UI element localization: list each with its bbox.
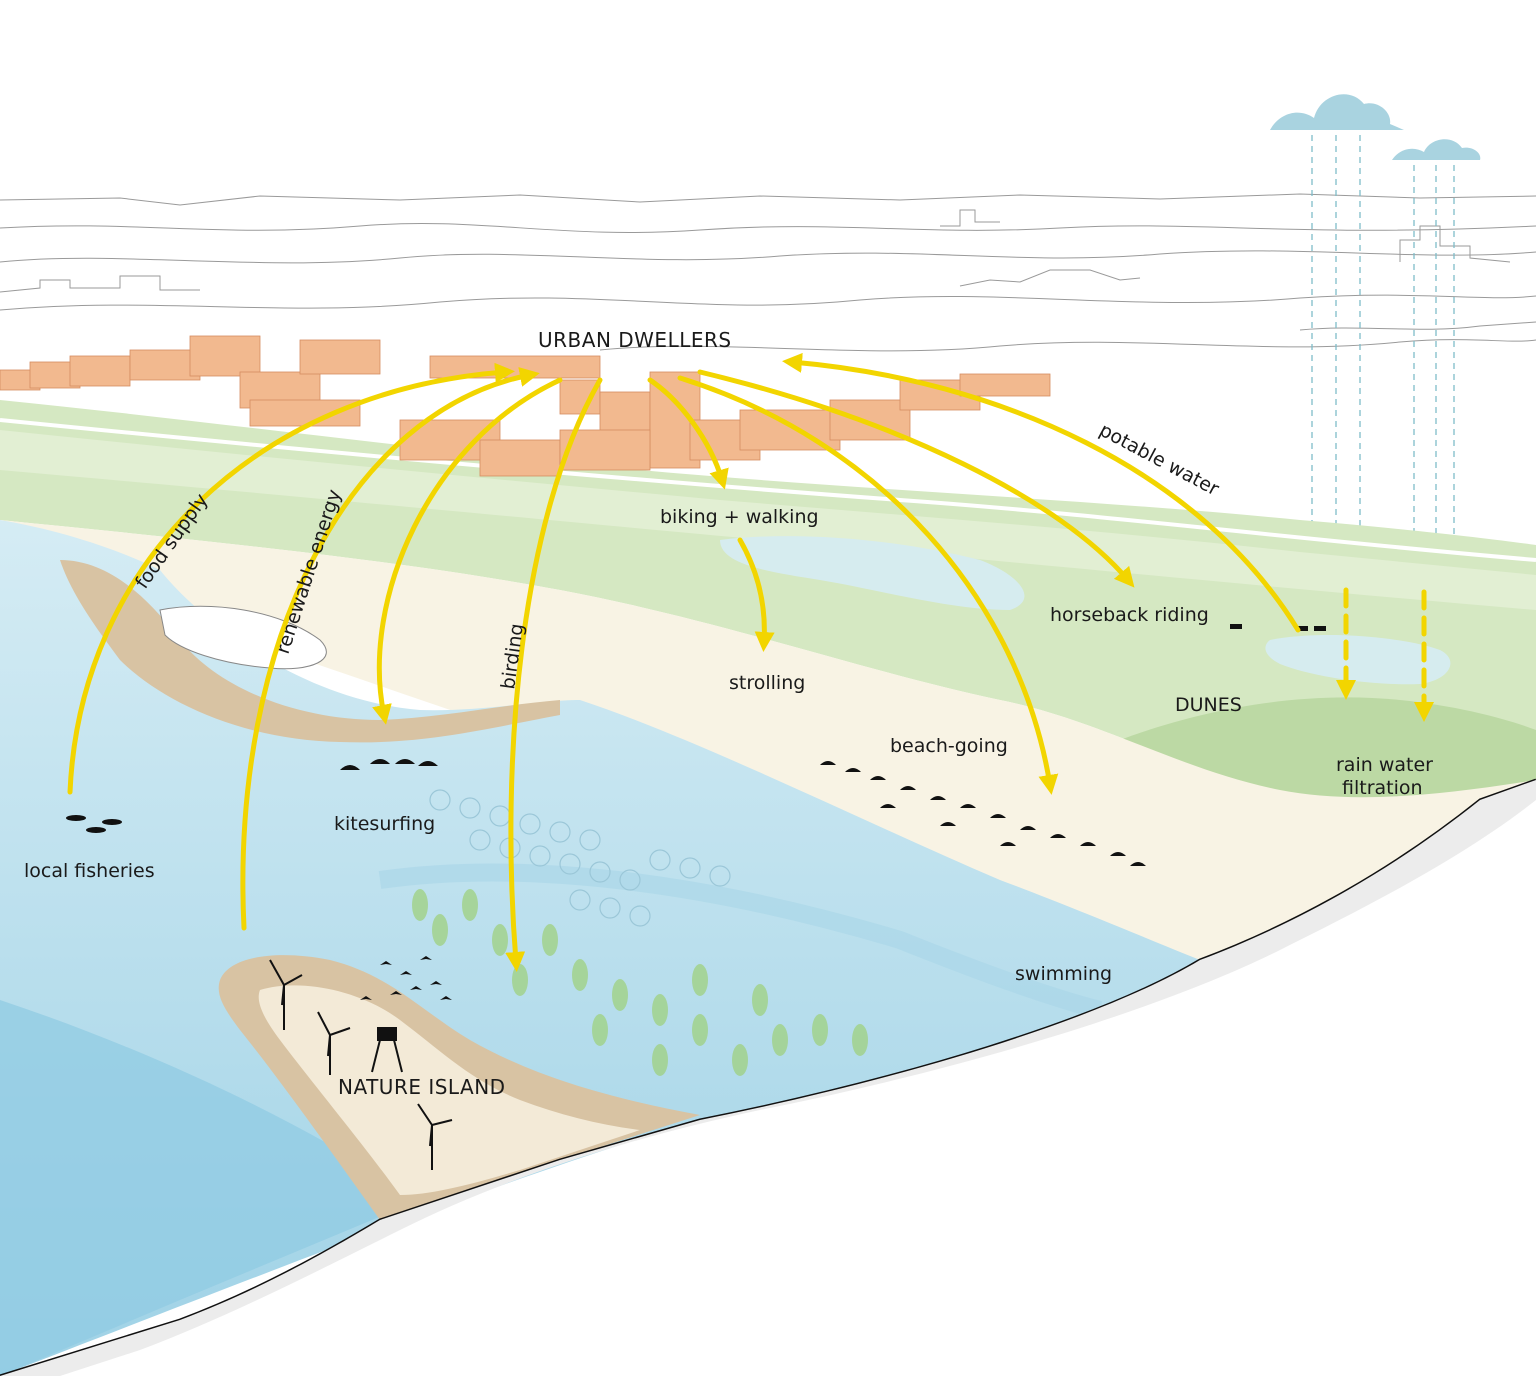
arrow-birding <box>505 377 603 972</box>
label-nature-island: NATURE ISLAND <box>338 1075 506 1099</box>
label-dunes: DUNES <box>1175 694 1242 716</box>
arrow-kitesurfing <box>372 377 563 725</box>
label-rain-water-filtration-1: rain water <box>1336 754 1433 776</box>
watch-tower-icon <box>371 1027 403 1073</box>
road <box>0 418 1536 562</box>
horse-icon <box>1230 624 1326 631</box>
nature-island-inner <box>258 985 640 1195</box>
arrow-beach-going <box>677 375 1059 795</box>
label-rain-water-filtration-2: filtration <box>1342 777 1423 799</box>
cloud-icon <box>1392 139 1481 160</box>
wind-turbine-icon <box>269 959 303 1030</box>
ground-stipple <box>0 780 1536 1376</box>
label-horseback-riding: horseback riding <box>1050 604 1209 626</box>
cloud-icon <box>1270 94 1404 130</box>
hinterland-skyline <box>0 193 1536 352</box>
label-strolling: strolling <box>729 672 805 694</box>
kite-icon <box>340 759 438 770</box>
sand-spit <box>60 560 560 743</box>
dune-lake <box>1265 635 1451 685</box>
sea-current-band <box>378 863 1103 1019</box>
label-local-fisheries: local fisheries <box>24 860 155 882</box>
label-beach-going: beach-going <box>890 735 1008 757</box>
arrow-strolling <box>737 537 775 652</box>
arrow-horseback-riding <box>697 369 1135 588</box>
arrow-biking-walking <box>647 377 729 490</box>
sea-deep-band <box>0 1000 420 1376</box>
wind-turbine-icon <box>417 1103 453 1170</box>
city-buildings <box>0 335 1051 477</box>
arrow-potable-water <box>782 352 1301 633</box>
relationship-arrows <box>67 352 1434 972</box>
parasol-icon <box>820 761 1146 866</box>
arrow-renewable-energy <box>240 367 540 931</box>
dune-highlight <box>0 430 1536 610</box>
label-swimming: swimming <box>1015 963 1112 985</box>
fish-icon <box>66 815 122 833</box>
label-urban-dwellers: URBAN DWELLERS <box>538 328 732 352</box>
bird-icon <box>360 956 452 1000</box>
wind-turbine-icon <box>317 1011 351 1075</box>
label-biking-walking: biking + walking <box>660 506 819 528</box>
seagrass-patches <box>412 889 868 1076</box>
arrow-food-supply <box>67 362 515 795</box>
label-kitesurfing: kitesurfing <box>334 813 435 835</box>
